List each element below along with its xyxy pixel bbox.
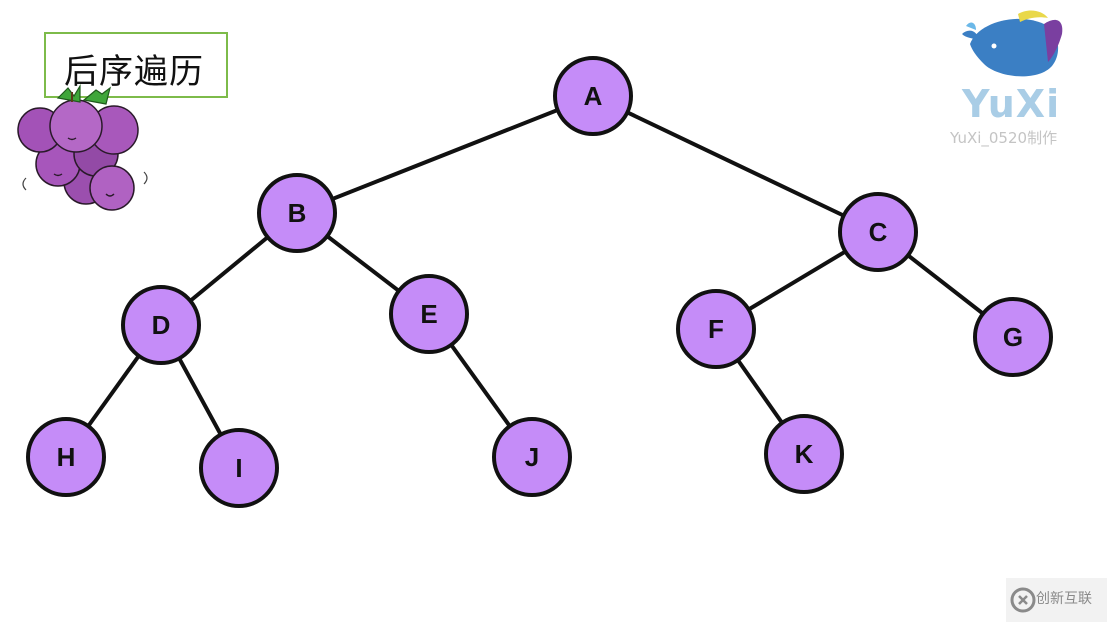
tree-node-c: C (838, 192, 918, 272)
node-label: H (57, 442, 76, 472)
node-circle (764, 414, 844, 494)
tree-nodes: A B C D E F G H I J K (26, 56, 1053, 508)
tree-node-i: I (199, 428, 279, 508)
watermark-text: 创新互联 (1036, 591, 1092, 607)
node-circle (838, 192, 918, 272)
node-label: J (525, 442, 539, 472)
node-circle (26, 417, 106, 497)
whale-icon (962, 10, 1063, 77)
title-box: 后序遍历 (44, 32, 228, 98)
tree-node-j: J (492, 417, 572, 497)
grapes-icon (17, 83, 148, 211)
node-label: E (420, 299, 437, 329)
edge-A-B (296, 94, 594, 215)
node-label: C (869, 217, 888, 247)
tree-edges (64, 94, 1015, 469)
node-circle (973, 297, 1053, 377)
node-label: F (708, 314, 724, 344)
tree-node-k: K (764, 414, 844, 494)
node-label: B (288, 198, 307, 228)
node-circle (553, 56, 633, 136)
tree-node-g: G (973, 297, 1053, 377)
tree-node-a: A (553, 56, 633, 136)
page-title: 后序遍历 (64, 52, 204, 92)
node-label: D (152, 310, 171, 340)
node-circle (121, 285, 201, 365)
tree-node-f: F (676, 289, 756, 369)
tree-node-e: E (389, 274, 469, 354)
node-circle (389, 274, 469, 354)
brand-circle-icon (1010, 587, 1036, 613)
brand-subtitle: YuXi_0520制作 (950, 129, 1058, 147)
node-circle (492, 417, 572, 497)
node-label: I (235, 453, 242, 483)
node-circle (199, 428, 279, 508)
edge-A-C (592, 94, 879, 234)
node-label: A (584, 81, 603, 111)
watermark: 创新互联 (1006, 578, 1107, 622)
node-circle (676, 289, 756, 369)
brand-name: YuXi (962, 82, 1061, 126)
tree-node-h: H (26, 417, 106, 497)
node-label: G (1003, 322, 1023, 352)
node-circle (257, 173, 337, 253)
node-label: K (795, 439, 814, 469)
tree-node-b: B (257, 173, 337, 253)
tree-node-d: D (121, 285, 201, 365)
